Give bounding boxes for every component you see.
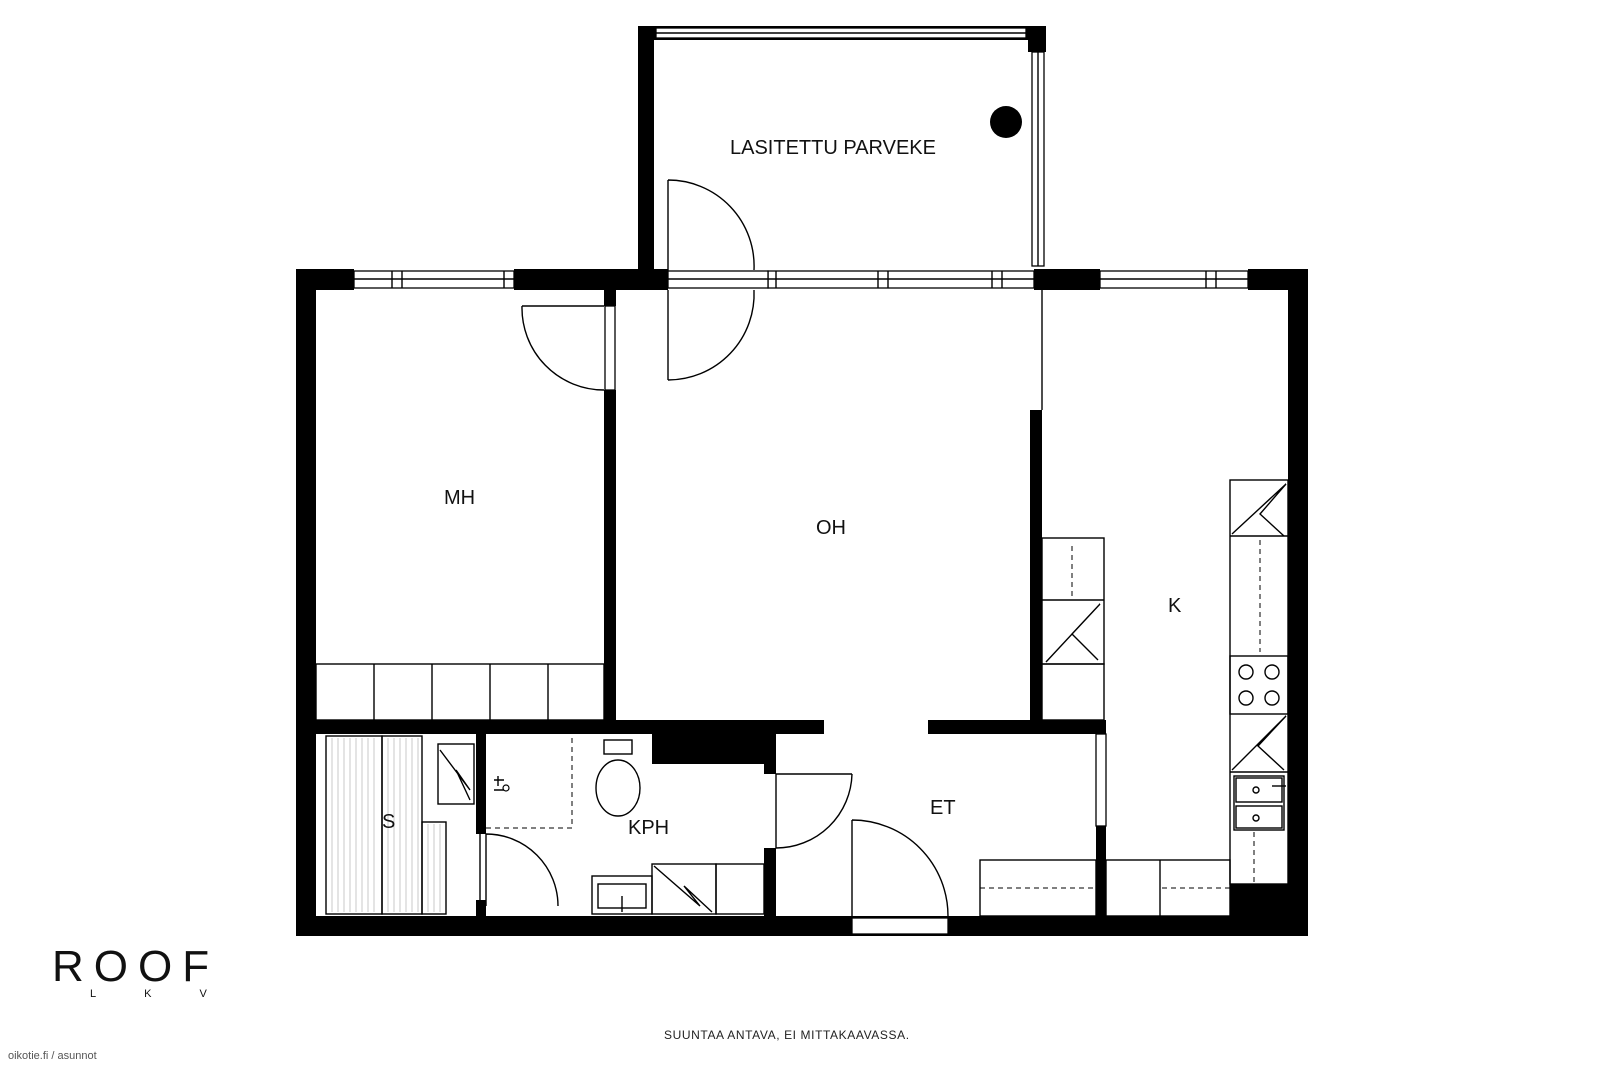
doors [485, 179, 949, 918]
room-label-sauna: S [382, 811, 395, 833]
kitchen-sink-icon [1233, 775, 1286, 831]
sink-icon [591, 875, 653, 915]
water-heater-icon [651, 863, 717, 915]
balcony-door [667, 179, 769, 381]
room-label-hall: ET [930, 797, 956, 819]
hall-cabinets [979, 859, 1097, 917]
room-label-kitchen: K [1168, 595, 1182, 617]
entry-door [851, 819, 949, 918]
hall-door [775, 773, 853, 849]
windows [353, 270, 1249, 289]
bathroom-fixtures [486, 736, 765, 915]
interior-walls [296, 290, 1107, 935]
watermark[interactable]: oikotie.fi / asunnot [8, 1050, 97, 1062]
dishwasher-icon [1231, 715, 1287, 771]
room-label-bathroom: KPH [628, 817, 669, 839]
drain-icon [990, 106, 1022, 138]
bedroom-door [521, 305, 605, 391]
room-label-living-room: OH [816, 517, 846, 539]
company-logo-sub: LKV [90, 988, 255, 1000]
room-label-bedroom: MH [444, 487, 475, 509]
bathroom-door [485, 833, 559, 907]
sauna-heater-icon [437, 743, 475, 805]
kitchen-fixtures [1041, 479, 1289, 917]
toilet-icon [595, 739, 641, 817]
outer-walls [296, 269, 1308, 936]
sauna-benches [325, 735, 475, 915]
balcony [638, 26, 1046, 271]
company-logo: ROOF [52, 942, 220, 991]
room-label-balcony: LASITETTU PARVEKE [730, 137, 936, 159]
fridge-freezer-icon [1231, 483, 1287, 537]
wardrobe [315, 663, 605, 721]
stove-icon [1229, 655, 1289, 715]
scale-note: SUUNTAA ANTAVA, EI MITTAKAAVASSA. [664, 1028, 910, 1042]
fridge-icon [1045, 603, 1101, 663]
